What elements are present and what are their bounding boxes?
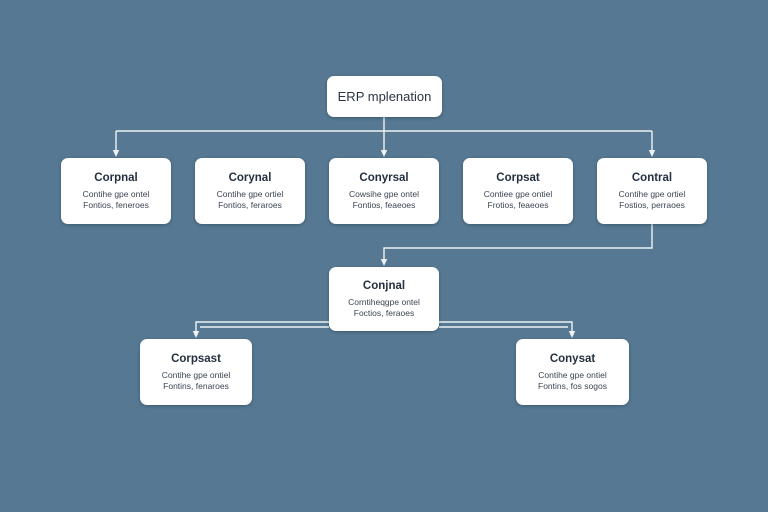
node-1-line-2: Fontios, feneroes — [83, 199, 149, 210]
root-node[interactable]: ERP mplenation — [327, 76, 442, 117]
node-6[interactable]: Conjnal Corntiheqgpe ontel Foctios, fera… — [329, 267, 439, 331]
node-3[interactable]: Conyrsal Cowsihe gpe ontel Fontios, feae… — [329, 158, 439, 224]
node-8[interactable]: Conysat Contihe gpe ontiel Fontins, fos … — [516, 339, 629, 405]
node-2-line-1: Contihe gpe ortiel — [216, 188, 284, 199]
node-2[interactable]: Corynal Contihe gpe ortiel Fontios, fera… — [195, 158, 305, 224]
node-4-title: Corpsat — [496, 171, 540, 184]
root-node-label: ERP mplenation — [337, 89, 432, 104]
node-6-line-2: Foctios, feraoes — [353, 307, 415, 318]
node-5-line-2: Fostios, perraoes — [619, 199, 685, 210]
node-7[interactable]: Corpsast Contihe gpe ontiel Fontins, fen… — [140, 339, 252, 405]
node-7-title: Corpsast — [171, 352, 221, 365]
node-8-title: Conysat — [549, 352, 596, 365]
node-6-title: Conjnal — [362, 279, 406, 292]
node-4-line-2: Frotios, feaeoes — [487, 199, 549, 210]
node-8-line-2: Fontins, fos sogos — [538, 380, 607, 391]
node-6-line-1: Corntiheqgpe ontel — [348, 296, 420, 307]
node-4-line-1: Contiee gpe ontiel — [483, 188, 553, 199]
node-7-line-1: Contihe gpe ontiel — [161, 369, 231, 380]
node-5-title: Contral — [631, 171, 673, 184]
node-8-line-1: Contihe gpe ontiel — [538, 369, 607, 380]
connector-node-6-to-node-7 — [192, 321, 329, 338]
node-2-line-2: Fontios, feraroes — [218, 199, 282, 210]
node-1[interactable]: Corpnal Contihe gpe ontel Fontios, fener… — [61, 158, 171, 224]
connector-node-6-to-node-8 — [439, 321, 576, 338]
node-4[interactable]: Corpsat Contiee gpe ontiel Frotios, feae… — [463, 158, 573, 224]
node-1-line-1: Contihe gpe ontel — [82, 188, 150, 199]
node-5[interactable]: Contral Contihe gpe ortiel Fostios, perr… — [597, 158, 707, 224]
node-2-title: Corynal — [228, 171, 272, 184]
node-3-title: Conyrsal — [359, 171, 409, 184]
node-7-line-2: Fontins, fenaroes — [163, 380, 229, 391]
node-1-title: Corpnal — [94, 171, 138, 184]
connector-node-5-to-node-6 — [380, 224, 653, 266]
node-5-line-1: Contihe gpe ortiel — [618, 188, 686, 199]
node-3-line-1: Cowsihe gpe ontel — [349, 188, 419, 199]
node-3-line-2: Fontios, feaeoes — [352, 199, 416, 210]
